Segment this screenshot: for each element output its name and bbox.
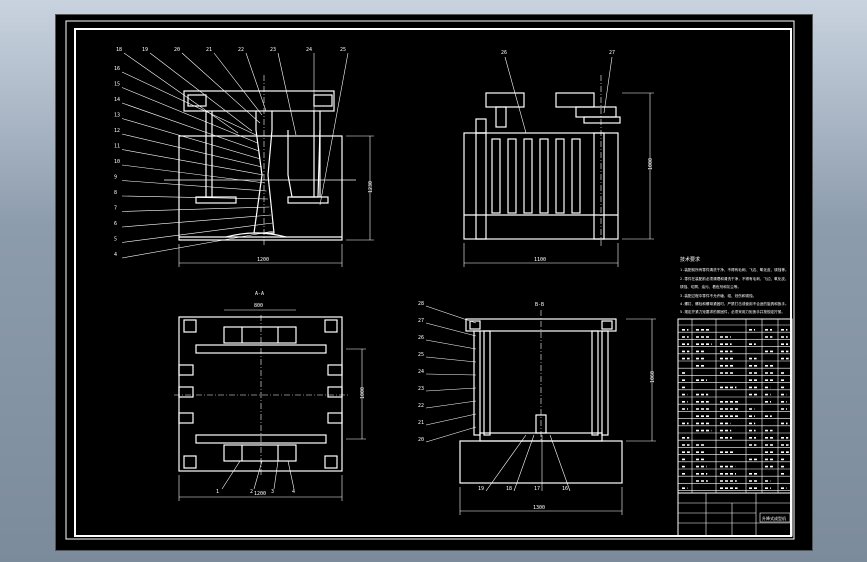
front-balloon: 12 <box>114 128 120 134</box>
front-balloon: 6 <box>114 221 117 227</box>
section-balloon: 27 <box>418 318 424 324</box>
plan-width-dim: 1200 <box>254 491 266 497</box>
technical-notes[interactable]: 技术要求 1.装配前所有零件清洗干净，不得有毛刺、飞边、氧化皮、锈蚀等。 2.零… <box>680 256 789 314</box>
section-height-dim: 1060 <box>650 371 656 383</box>
section-balloon: 22 <box>418 403 424 409</box>
front-balloon: 11 <box>114 144 120 150</box>
note-line-3: 锈蚀、切屑、油污、着色剂和灰尘等。 <box>680 284 741 289</box>
section-balloon: 25 <box>418 352 424 358</box>
section-view-label: B-B <box>535 302 544 308</box>
side-width-dim: 1100 <box>534 257 546 263</box>
front-balloon: 13 <box>114 113 120 119</box>
section-balloon: 16 <box>562 486 568 492</box>
drawing-sheet: 1200 1230 <box>65 20 795 540</box>
front-balloon: 10 <box>114 159 120 165</box>
front-balloon: 7 <box>114 206 117 212</box>
section-balloon: 23 <box>418 386 424 392</box>
note-line-6: 5.规定拧紧力矩要求的紧固件，必须采用力矩扳手并按规定拧紧。 <box>680 309 785 314</box>
front-balloon: 25 <box>340 47 346 53</box>
front-balloon: 4 <box>114 252 117 258</box>
section-balloon: 26 <box>418 335 424 341</box>
side-balloon-26: 26 <box>501 50 507 56</box>
section-balloon: 18 <box>506 486 512 492</box>
notes-title: 技术要求 <box>680 256 700 263</box>
plan-balloon-4: 4 <box>292 489 295 495</box>
front-balloon: 18 <box>116 47 122 53</box>
section-width-dim: 1300 <box>533 505 545 511</box>
title-block[interactable] <box>678 492 792 536</box>
front-balloon: 24 <box>306 47 312 53</box>
section-balloon: 24 <box>418 369 424 375</box>
note-line-4: 3.装配过程中零件不允许磕、碰、划伤和锈蚀。 <box>680 293 756 298</box>
front-balloon: 16 <box>114 66 120 72</box>
front-balloon: 9 <box>114 175 117 181</box>
front-view[interactable] <box>121 52 374 267</box>
title-block-title: 升降式成型机 <box>762 515 786 521</box>
section-balloon: 17 <box>534 486 540 492</box>
side-view[interactable] <box>463 56 654 267</box>
plan-slot-dim: 800 <box>254 303 263 309</box>
parts-list-table[interactable] <box>677 318 793 537</box>
outer-border <box>65 20 795 540</box>
note-line-2: 2.零件在装配前必须清理和清洗干净，不得有毛刺、飞边、氧化皮、 <box>680 276 789 281</box>
plan-depth-dim: 1000 <box>360 387 366 399</box>
front-balloon: 21 <box>206 47 212 53</box>
note-line-5: 4.螺钉、螺栓和螺母紧固时，严禁打击或使用不合适的旋具和扳手。 <box>680 301 789 306</box>
front-balloon: 5 <box>114 237 117 243</box>
plan-balloon-3: 3 <box>271 489 274 495</box>
section-balloon: 19 <box>478 486 484 492</box>
front-balloon: 15 <box>114 82 120 88</box>
front-balloon: 8 <box>114 190 117 196</box>
front-balloon: 19 <box>142 47 148 53</box>
front-balloon: 14 <box>114 97 120 103</box>
front-width-dim: 1200 <box>257 257 269 263</box>
front-height-dim: 1230 <box>368 181 374 193</box>
inner-border <box>74 28 792 537</box>
plan-view-label: A-A <box>255 291 264 297</box>
front-balloon: 23 <box>270 47 276 53</box>
front-balloon-labels: 18 19 20 21 22 23 24 25 16 15 14 13 12 11 10 9 8 7 6 5 4 <box>114 47 346 258</box>
note-line-1: 1.装配前所有零件清洗干净，不得有毛刺、飞边、氧化皮、锈蚀等。 <box>680 267 789 272</box>
section-balloon: 21 <box>418 420 424 426</box>
side-height-dim: 1000 <box>648 158 654 170</box>
drawing-viewport[interactable]: 1200 1230 <box>55 14 813 551</box>
plan-balloon-2: 2 <box>250 489 253 495</box>
front-balloon: 20 <box>174 47 180 53</box>
section-balloon-labels: 28 27 26 25 24 23 22 21 20 19 18 17 16 <box>418 301 568 492</box>
plan-balloon-1: 1 <box>216 489 219 495</box>
plan-view[interactable] <box>174 309 366 501</box>
side-balloon-27: 27 <box>609 50 615 56</box>
section-balloon: 20 <box>418 437 424 443</box>
section-view[interactable] <box>425 305 656 515</box>
front-balloon: 22 <box>238 47 244 53</box>
section-balloon: 28 <box>418 301 424 307</box>
